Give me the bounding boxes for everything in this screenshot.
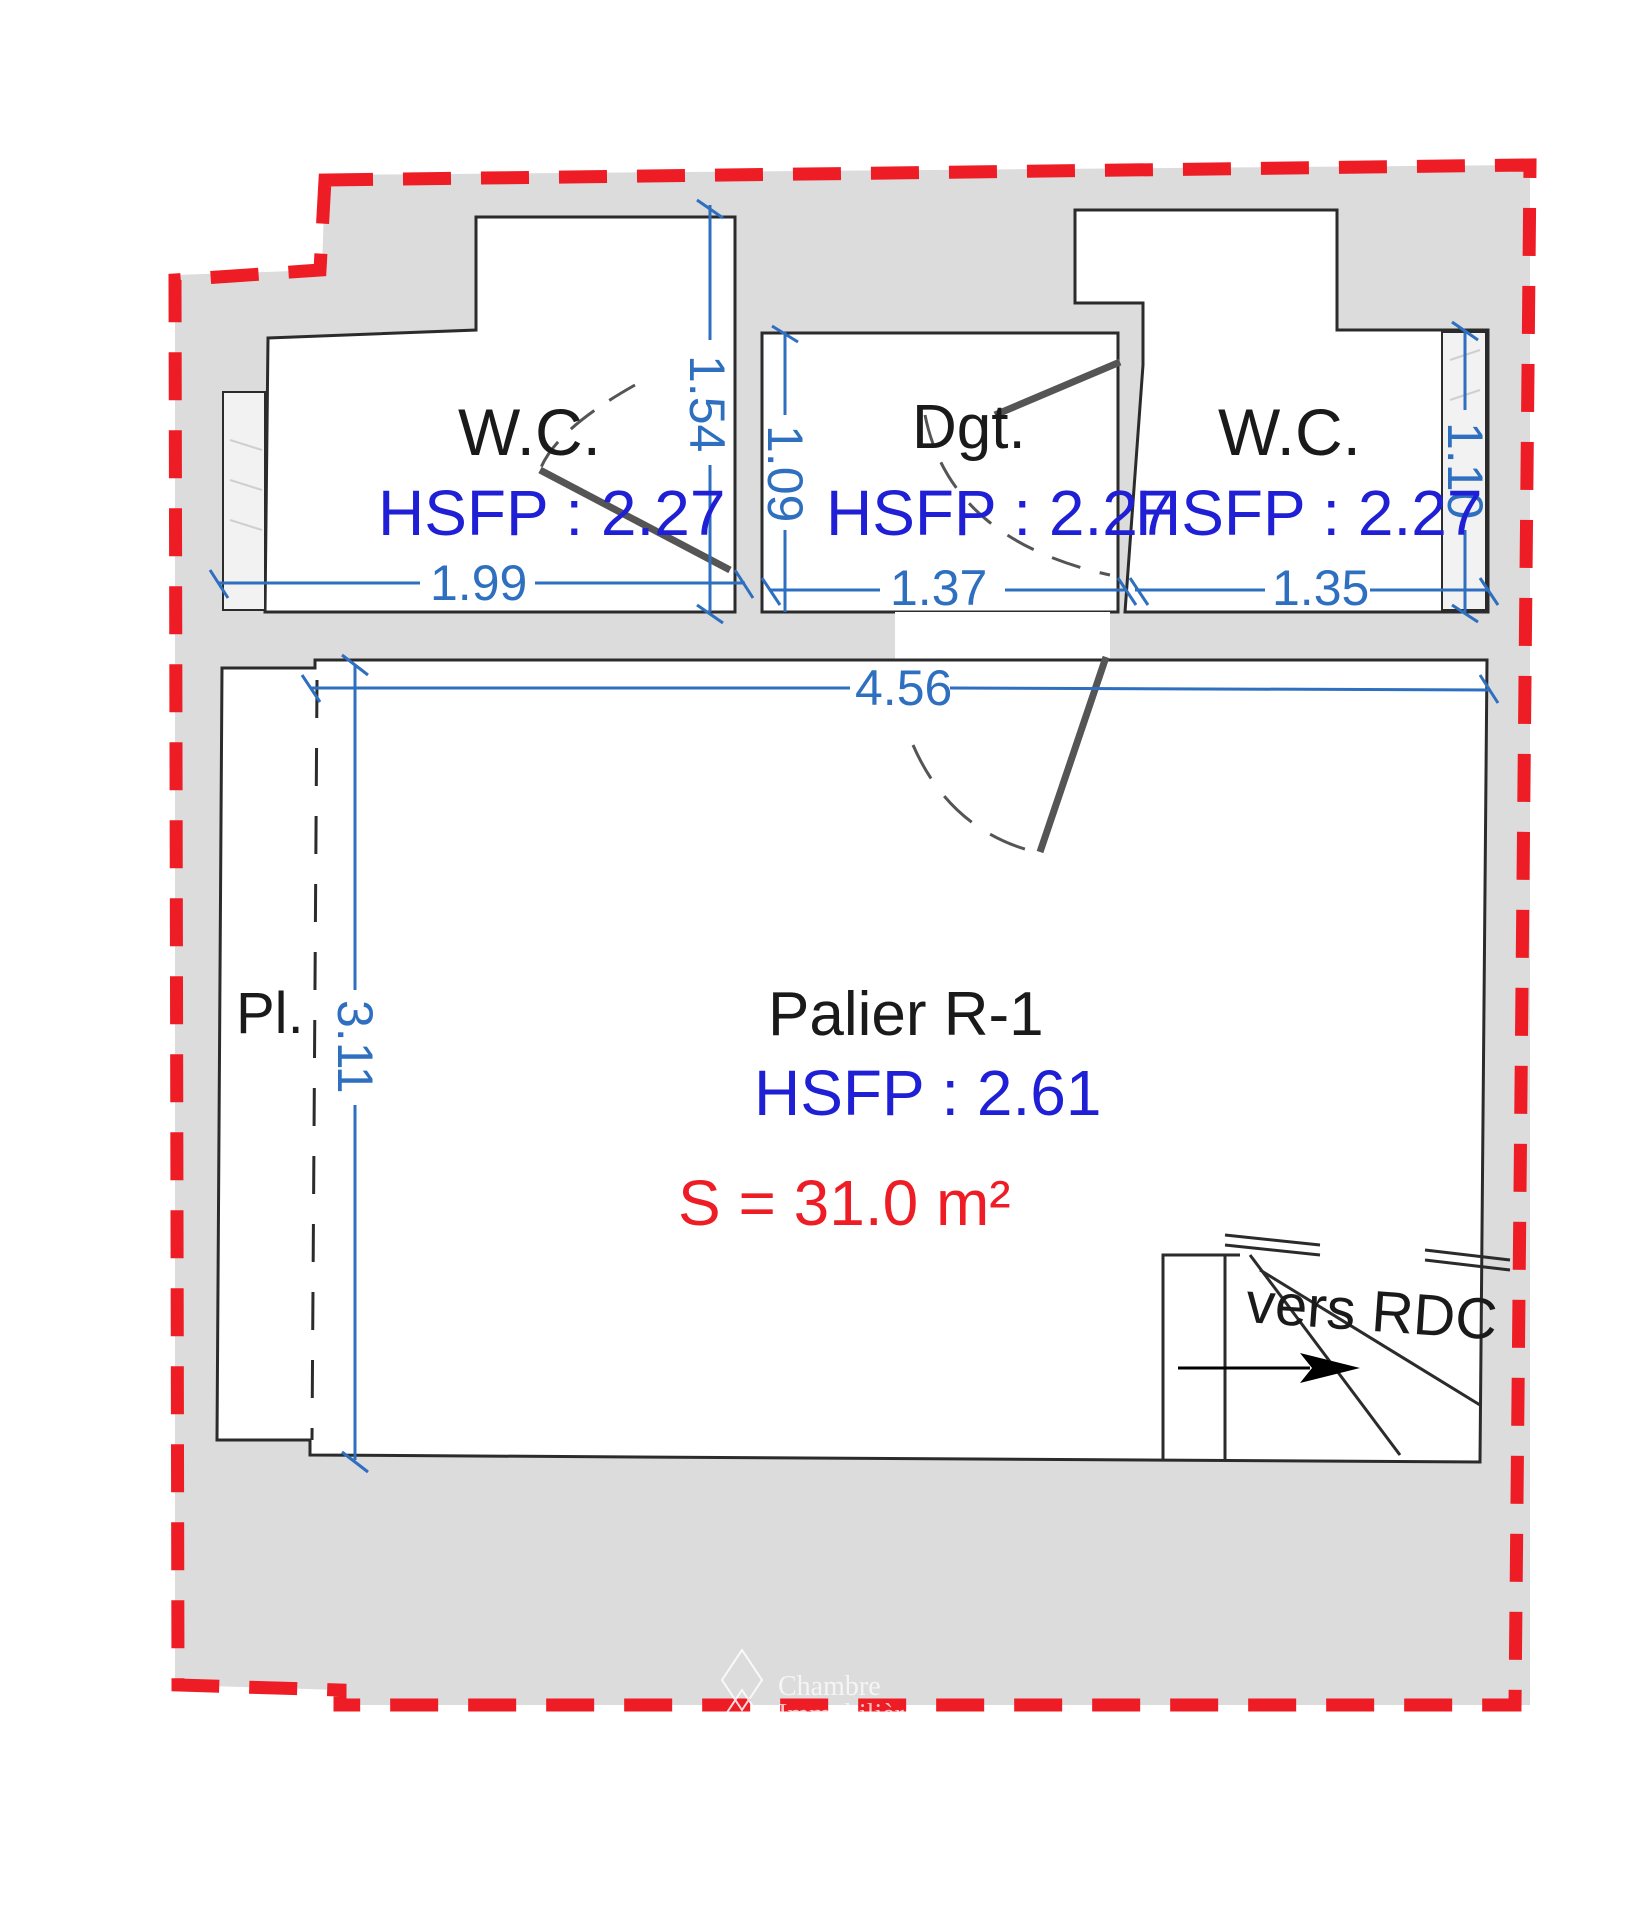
staircase	[1161, 1233, 1511, 1460]
dimension-lines	[208, 198, 1500, 1474]
watermark-line1: Chambre	[778, 1671, 881, 1702]
door-swing-wc-left	[538, 383, 636, 471]
dim-wc-left-depth: 1.54	[679, 355, 735, 452]
surface-palier: S = 31.0 m²	[678, 1167, 1011, 1239]
stairs-arrow-head	[1300, 1353, 1360, 1383]
room-name-wc-left: W.C.	[458, 395, 601, 469]
dim-dgt-width: 1.37	[890, 560, 987, 616]
hsfp-dgt: HSFP : 2.27	[826, 477, 1173, 549]
door-dgt	[993, 358, 1122, 419]
room-name-placard: Pl.	[236, 981, 304, 1046]
dim-palier-depth: 3.11	[327, 1000, 383, 1094]
dim-wc-right-width: 1.35	[1272, 560, 1369, 616]
placard-divider	[310, 679, 319, 1441]
door-wc-left	[538, 466, 732, 574]
wc-right-walls	[1073, 208, 1490, 614]
lot-boundary	[168, 158, 1537, 1712]
dim-dgt-depth: 1.09	[757, 425, 813, 522]
palier-walls	[215, 658, 1489, 1464]
hsfp-wc-right: HSFP : 2.27	[1135, 477, 1482, 549]
diamond-icon	[720, 1648, 764, 1792]
wc-left-niche	[222, 391, 266, 611]
room-name-palier: Palier R-1	[768, 980, 1044, 1049]
room-name-wc-right: W.C.	[1218, 395, 1361, 469]
door-swing-dgt	[923, 414, 1111, 577]
hsfp-palier: HSFP : 2.61	[754, 1057, 1101, 1129]
dim-wc-left-width: 1.99	[430, 555, 527, 611]
hsfp-wc-left: HSFP : 2.27	[378, 477, 725, 549]
dim-wc-right-depth: 1.10	[1437, 422, 1493, 519]
watermark-logo: Chambre Immobilière Monégasque	[720, 1648, 921, 1792]
watermark-line3: Monégasque	[778, 1727, 921, 1758]
room-name-dgt: Dgt.	[912, 393, 1026, 462]
door-swing-palier	[911, 744, 1036, 854]
watermark-line2: Immobilière	[778, 1699, 916, 1730]
dim-palier-width: 4.56	[855, 660, 952, 716]
